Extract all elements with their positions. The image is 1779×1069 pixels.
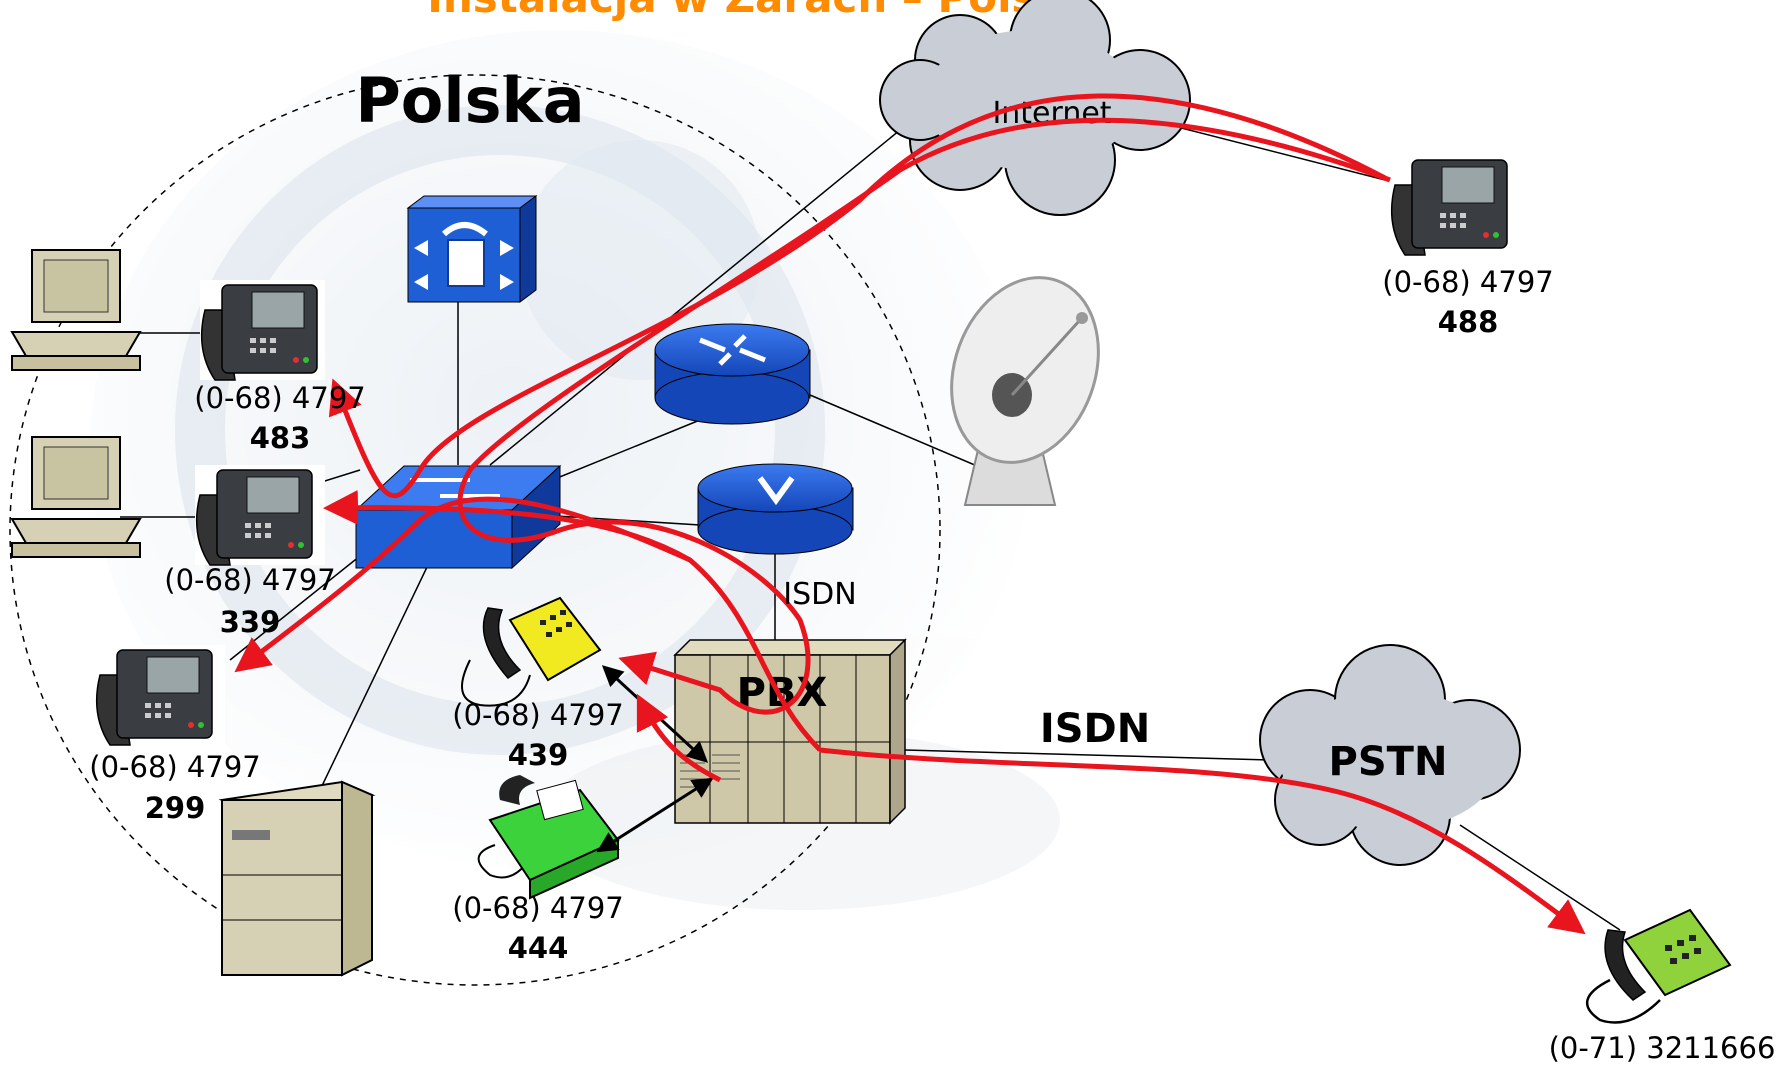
region-label: Polska	[355, 64, 584, 137]
analog-phone-yellow	[461, 596, 602, 707]
pc-1	[10, 249, 142, 371]
satellite-dish	[950, 276, 1100, 506]
svg-text:(0-68) 4797: (0-68) 4797	[452, 891, 623, 925]
call-manager	[406, 195, 538, 303]
call-paths	[234, 93, 1586, 935]
pbx-link-fax	[596, 777, 714, 853]
svg-text:(0-68) 4797: (0-68) 4797	[1382, 265, 1553, 299]
isdn-pstn-label: ISDN	[1040, 706, 1150, 752]
svg-text:483: 483	[250, 421, 311, 455]
label-phone-339: (0-68) 4797 339	[164, 563, 335, 639]
page-title: Instalacja w Żarach – Polska	[427, 0, 1093, 22]
router	[654, 323, 811, 425]
internet-cloud: Internet	[879, 0, 1191, 216]
label-fax-444: (0-68) 4797 444	[452, 891, 623, 965]
label-phone-483: (0-68) 4797 483	[194, 381, 365, 455]
voice-gateway	[697, 463, 854, 555]
label-pstn-phone: (0-71) 3211666	[1549, 1031, 1776, 1065]
isdn-gateway-label: ISDN	[783, 577, 856, 612]
region-boundary	[9, 74, 941, 986]
svg-text:(0-71) 3211666: (0-71) 3211666	[1549, 1031, 1776, 1065]
ip-phone-299	[95, 645, 225, 746]
svg-text:439: 439	[508, 738, 569, 772]
svg-text:444: 444	[508, 931, 569, 965]
server	[218, 780, 376, 977]
pstn-cloud: PSTN	[1259, 644, 1521, 866]
ip-phone-483	[200, 280, 325, 381]
svg-text:(0-68) 4797: (0-68) 4797	[89, 750, 260, 784]
svg-text:299: 299	[145, 791, 206, 825]
pc-2	[10, 436, 142, 558]
label-phone-488: (0-68) 4797 488	[1382, 265, 1553, 339]
ip-phone-488	[1390, 155, 1520, 256]
svg-text:(0-68) 4797: (0-68) 4797	[164, 563, 335, 597]
svg-text:(0-68) 4797: (0-68) 4797	[452, 698, 623, 732]
svg-text:339: 339	[220, 605, 281, 639]
ip-phone-339	[195, 465, 325, 566]
analog-phone-green	[1585, 908, 1732, 1024]
svg-text:488: 488	[1438, 305, 1499, 339]
label-phone-299: (0-68) 4797 299	[89, 750, 260, 825]
label-phone-439: (0-68) 4797 439	[452, 698, 623, 772]
svg-text:(0-68) 4797: (0-68) 4797	[194, 381, 365, 415]
pbx: PBX	[673, 638, 907, 825]
pstn-label: PSTN	[1329, 739, 1448, 785]
